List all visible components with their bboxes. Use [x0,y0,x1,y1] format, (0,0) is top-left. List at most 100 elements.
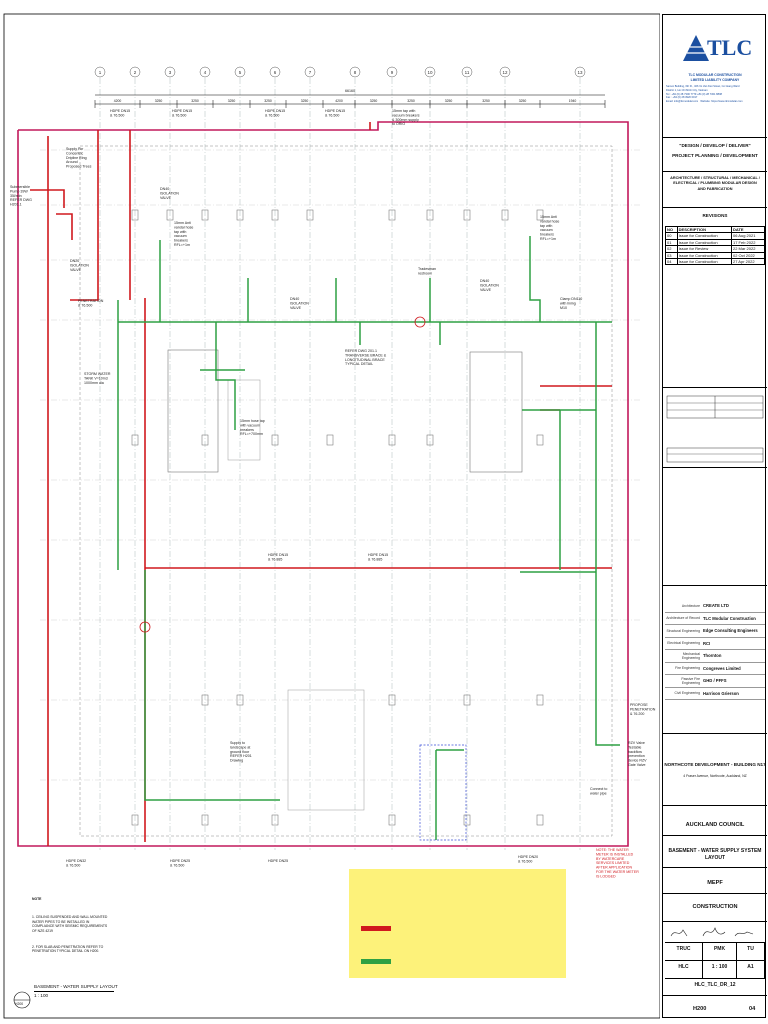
revision-cell: 27 Apr 2022 [730,257,766,266]
revision-cell: Issue for Review [676,245,732,253]
service-2: ARCHITECTURE / STRUCTURAL / MECHANICAL /… [670,176,760,191]
status-panel: CONSTRUCTION [663,893,767,921]
column [201,434,209,446]
revision-cell: Issue for Construction [676,257,732,266]
view-ref-bubble [13,991,31,1009]
column [306,209,314,221]
dim-text: 3250 [301,99,309,103]
consultant-name: CREATE LTD [703,603,729,609]
consultant-name: Congreves Limited [703,665,741,671]
column [236,209,244,221]
column [271,434,279,446]
revision-cell: 06 Aug 2021 [730,232,766,240]
pipe-label-hdpe-bot2: HDPE DN25& 76.500 [170,859,190,867]
grid-label: 13 [577,70,583,75]
grid-bubble [304,66,316,78]
grid-bubble [199,66,211,78]
dim-text: 3250 [407,99,415,103]
company-contact: Samco Building, 6th Fl., 326 Vo Van Kiet… [666,85,766,104]
column [271,209,279,221]
consultant-name: Harrison Grierson [703,690,739,696]
fax: Fax : +84 (0) 28 3920 0017 [666,96,698,100]
signoff-grid: TRUC PMK TU HLC 1 : 100 A1 [665,942,765,979]
stamps-panel [663,387,767,467]
consultant-role: Fire Engineering [675,666,700,671]
note-1: 1. CEILING SUSPENDED AND WALL MOUNTED WA… [32,915,108,933]
pipe-label-hdpe-bot3: HDPE DN25 [268,859,288,863]
email: Email: info@tlcmodular.com [666,100,699,104]
notes-heading: NOTE [32,897,42,901]
tlc-logo-icon [683,35,709,61]
consultant-role: Architecture of Record [666,616,700,621]
consultant-name: RCI [703,640,711,646]
pipe-label-penetration: PENETRATION& 76.500 [78,299,104,307]
column [236,694,244,706]
signoff-panel: TRUC PMK TU HLC 1 : 100 A1 HLC_TLC_DR_12 [663,921,767,1015]
pipe-label-hdpe-top3: HDPE DN15& 76.500 [265,109,285,117]
checked-by: PMK [703,943,737,961]
grid-label: 1 [99,70,102,75]
revisions-heading: REVISIONS [702,213,728,218]
grid-label: 12 [502,70,508,75]
drawn-by: TRUC [665,943,703,961]
pipe-label-hdpe-mid1: HDPE DN15& 76.885 [268,553,288,561]
grid-bubble [94,66,106,78]
grid-label: 9 [391,70,394,75]
legend-green-swatch [361,959,391,964]
company-name-1: TLC MODULAR CONSTRUCTION [688,73,742,77]
column [536,209,544,221]
grid-label: 3 [169,70,172,75]
grid-label: 2 [134,70,137,75]
rev-col-header: DESCRIPTION [676,225,732,234]
dim-text: 3250 [445,99,453,103]
project-title: NORTHCOTE DEVELOPMENT - BUILDING N17 [664,762,766,767]
dim-text: 3250 [519,99,527,103]
grid-bubble [234,66,246,78]
dim-text: 3250 [482,99,490,103]
logo-text: TLC [707,35,753,60]
column [536,694,544,706]
address-2: District 1, Ho Chi Minh City, Vietnam [666,88,708,92]
grid-label: 8 [354,70,357,75]
grid-bubble [424,66,436,78]
drawing-title-panel: BASEMENT - WATER SUPPLY SYSTEM LAYOUT [663,835,767,867]
column [463,814,471,826]
rev-col-header: DATE [730,225,766,234]
grid-label: 5 [239,70,242,75]
discipline-panel: MEPF [663,867,767,893]
dim-text: 4200 [335,99,343,103]
notes-block: NOTE 1. CEILING SUSPENDED AND WALL MOUNT… [32,897,112,954]
view-title-block: H200 BASEMENT - WATER SUPPLY LAYOUT 1 : … [4,978,124,1020]
grid-label: 7 [309,70,312,75]
grid-label: 4 [204,70,207,75]
grid-label: 10 [427,70,433,75]
company-logo: TLC [681,31,753,65]
grid-bubble [349,66,361,78]
grid-bubble [461,66,473,78]
grid-bubble [269,66,281,78]
pipe-label-hdpe-top2: HDPE DN15& 76.500 [172,109,192,117]
legend-panel [349,869,566,978]
company-name-2: LIMITED LIABILITY COMPANY [690,78,740,82]
column [501,209,509,221]
blank-panel [663,467,767,585]
slab-outline [79,145,613,837]
note-2: 2. FOR SLAB AND PENETRATION REFER TO PEN… [32,945,104,954]
sheet-size: A1 [737,961,765,979]
